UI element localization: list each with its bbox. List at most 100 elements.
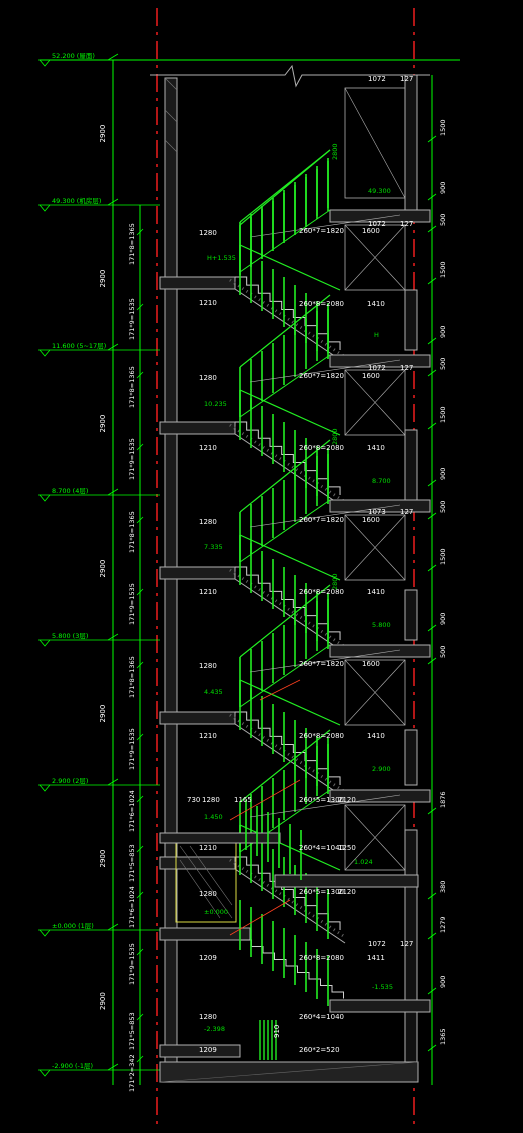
tick-mark [107, 343, 119, 351]
window-frame [344, 514, 406, 581]
tick-mark [136, 516, 144, 524]
tick-mark [107, 198, 119, 206]
lower-1280c: 1280 [199, 1013, 217, 1021]
flight-dim: 171*9=1535 [128, 438, 136, 480]
level-marker [39, 204, 51, 212]
tick-mark [136, 588, 144, 596]
stair-soffit [234, 868, 346, 944]
break-line [150, 64, 430, 88]
level-label: -2.900 (-1层) [52, 1062, 93, 1070]
flight-dim: 171*6=1024 [128, 886, 136, 928]
landing-7: 1600 [362, 660, 380, 668]
level-label: 52.200 (屋面) [52, 52, 95, 60]
tick-mark [136, 228, 144, 236]
section-cut-line [229, 779, 301, 821]
level-label: 49.300 (机房层) [52, 196, 101, 205]
handrail [239, 679, 341, 726]
note-2800: 2800 [331, 143, 339, 160]
lower-910: 910 [273, 1025, 281, 1038]
note-4435: 4.435 [204, 688, 223, 696]
landing-4: 1410 [367, 444, 385, 452]
lower-1280b: 1280 [202, 796, 220, 804]
handrail [239, 584, 331, 658]
flight-label-7: 260*7=1820 [299, 660, 344, 668]
construction-line [249, 649, 401, 673]
lower-2120: 2120 [338, 796, 356, 804]
right-dim: 500 [439, 214, 447, 226]
landing-slab [329, 209, 431, 223]
storey-dim: 2900 [99, 850, 107, 868]
level-lines [38, 53, 160, 1077]
note-0000: ±0.000 [204, 908, 228, 916]
lower-1210: 1210 [199, 844, 217, 852]
construction-line [249, 214, 401, 238]
right-dim: 900 [439, 326, 447, 338]
construction-line [249, 794, 401, 818]
left-4: 1210 [199, 444, 217, 452]
level-marker [39, 1069, 51, 1077]
level-marker [39, 349, 51, 357]
landing-slab [329, 354, 431, 368]
tick-mark [427, 369, 437, 377]
right-dim: 1500 [439, 261, 447, 278]
flight-dim: 171*5=853 [128, 844, 136, 882]
flight-dim: 171*8=1365 [128, 223, 136, 265]
width-1: 1072 [368, 220, 386, 228]
flight-label-3: 260*7=1820 [299, 372, 344, 380]
tick-mark [136, 733, 144, 741]
right-dim: 1365 [439, 1028, 447, 1045]
side-4: 127 [400, 940, 413, 948]
tick-mark [136, 661, 144, 669]
flight-dim: 171*5=853 [128, 1012, 136, 1050]
landing-3: 1600 [362, 372, 380, 380]
dimension-frame [40, 59, 460, 1085]
tick-mark [427, 193, 437, 201]
note-h: H [374, 331, 379, 339]
right-dim: 500 [439, 358, 447, 370]
stair-soffit [234, 288, 346, 364]
left-1: 1280 [199, 229, 217, 237]
window-frame [344, 224, 406, 291]
tick-mark [136, 845, 144, 853]
level-label: 5.800 (3层) [52, 632, 88, 640]
right-dim: 1500 [439, 548, 447, 565]
stair-soffit [234, 723, 346, 799]
landing-2: 1410 [367, 300, 385, 308]
note-1450: 1.450 [204, 813, 223, 821]
left-5: 1280 [199, 518, 217, 526]
construction-line [344, 514, 406, 581]
mid-landing-slab [159, 566, 236, 580]
note-10235: 10.235 [204, 400, 227, 408]
tick-mark [107, 633, 119, 641]
handrail [239, 294, 331, 368]
right-dim: 900 [439, 468, 447, 480]
stair-soffit [234, 433, 346, 509]
flight-dim: 171*9=1535 [128, 583, 136, 625]
stair-hatch [229, 423, 346, 504]
construction-line [249, 359, 401, 383]
note-2800b: 2800 [331, 428, 339, 445]
stair-soffit [234, 578, 346, 654]
note-m2398: -2.398 [204, 1025, 225, 1033]
right-dim: 500 [439, 646, 447, 658]
handrail [239, 729, 331, 803]
right-wall [404, 74, 418, 1081]
lower-2120b: 2120 [338, 888, 356, 896]
stair-hatch [229, 858, 346, 939]
tick-mark [107, 1063, 119, 1071]
flight-label-5: 260*7=1820 [299, 516, 344, 524]
note-1024: 1.024 [354, 858, 373, 866]
level-labels: 52.200 (屋面)49.300 (机房层)11.600 (5~17层)8.7… [52, 52, 106, 1070]
note-2900: 2.900 [372, 765, 391, 773]
left-6: 1210 [199, 588, 217, 596]
tick-mark [427, 422, 437, 430]
mid-landing-slab [159, 421, 236, 435]
section-cut-line [259, 679, 301, 701]
lower-1209: 1209 [199, 954, 217, 962]
tick-mark [136, 1013, 144, 1021]
lower-stair-c: 260*5=1300 [299, 888, 344, 896]
stair-flights [159, 87, 431, 1060]
landing-8: 1410 [367, 732, 385, 740]
flight-dim: 171*9=1535 [128, 728, 136, 770]
lower-slab [159, 927, 251, 941]
